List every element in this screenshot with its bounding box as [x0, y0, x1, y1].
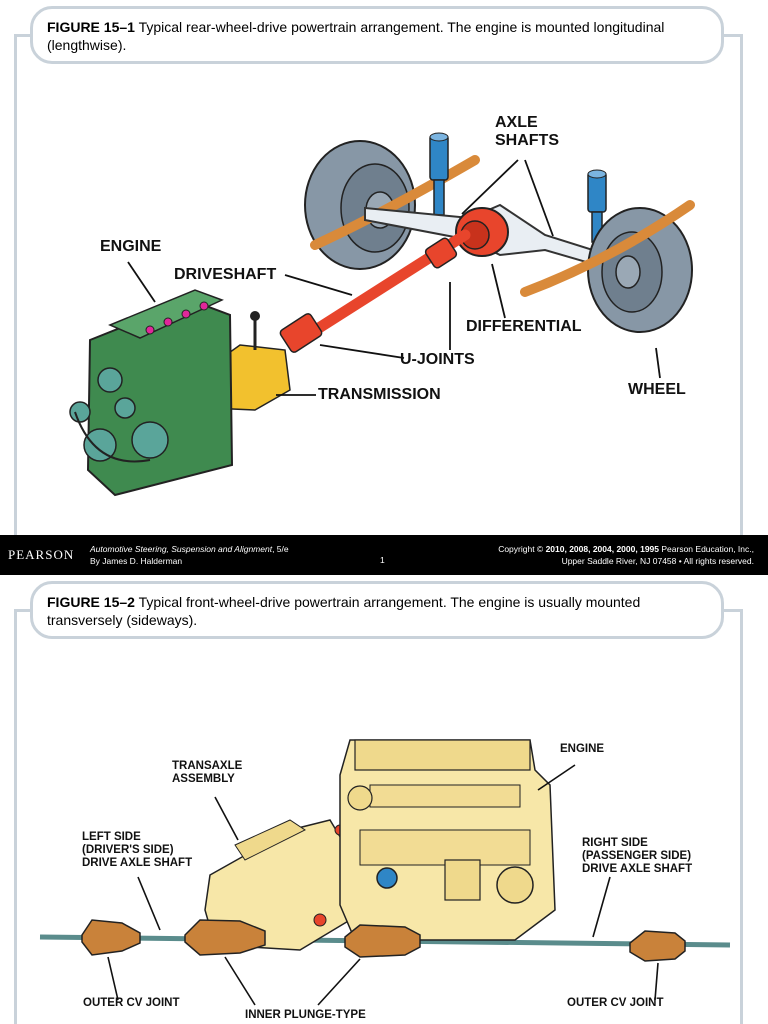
label-axle-line1: AXLE — [495, 114, 538, 131]
label-engine: ENGINE — [100, 238, 162, 255]
differential-housing — [455, 207, 509, 257]
figure-caption-box: FIGURE 15–1 Typical rear-wheel-drive pow… — [30, 6, 724, 64]
label-transaxle-line1: TRANSAXLE — [172, 760, 243, 772]
page-number: 1 — [380, 555, 385, 565]
right-leaf-spring — [520, 200, 695, 297]
slide-footer: PEARSON Automotive Steering, Suspension … — [0, 535, 768, 575]
label-transaxle-line2: ASSEMBLY — [172, 772, 235, 785]
frame-right-tick — [722, 34, 742, 37]
label-left-line3: DRIVE AXLE SHAFT — [82, 856, 193, 869]
frame-right-tick — [722, 609, 742, 612]
copyright-address: Upper Saddle River, NJ 07458 • All right… — [561, 556, 754, 566]
book-info: Automotive Steering, Suspension and Alig… — [90, 543, 289, 567]
label-transaxle-assembly: TRANSAXLE ASSEMBLY — [172, 760, 242, 786]
label-right-line1: RIGHT SIDE — [582, 837, 648, 849]
slide-figure-15-2: FIGURE 15–2 Typical front-wheel-drive po… — [0, 575, 768, 1024]
left-shock-absorber — [429, 132, 449, 216]
label-left-drive-axle: LEFT SIDE (DRIVER'S SIDE) DRIVE AXLE SHA… — [82, 831, 192, 870]
frame-left-line — [14, 609, 17, 1024]
label-driveshaft: DRIVESHAFT — [174, 266, 277, 283]
frame-left-tick — [14, 34, 32, 37]
book-title: Automotive Steering, Suspension and Alig… — [90, 544, 273, 554]
book-author: By James D. Halderman — [90, 556, 183, 566]
copyright-info: Copyright © 2010, 2008, 2004, 2000, 1995… — [498, 543, 754, 567]
label-left-line1: LEFT SIDE — [82, 831, 141, 843]
label-differential: DIFFERENTIAL — [466, 318, 582, 335]
publisher-logo: PEARSON — [8, 547, 75, 562]
right-inner-plunge-joint — [344, 924, 421, 958]
label-engine: ENGINE — [560, 743, 605, 755]
fwd-powertrain-diagram — [39, 739, 731, 1006]
frame-right-line — [740, 34, 743, 535]
left-leaf-spring — [310, 155, 480, 250]
copyright-holder: Pearson Education, Inc., — [659, 544, 754, 554]
label-axle-shafts: AXLE SHAFTS — [495, 114, 559, 150]
label-right-line2: (PASSENGER SIDE) — [582, 849, 692, 862]
figure-number: FIGURE 15–1 — [47, 19, 135, 35]
label-right-line3: DRIVE AXLE SHAFT — [582, 862, 693, 875]
book-edition: , 5/e — [272, 544, 289, 554]
engine-block — [69, 289, 234, 497]
callout-arrows — [107, 764, 659, 1006]
label-u-joints: U-JOINTS — [400, 351, 475, 368]
rear-right-wheel — [587, 207, 693, 333]
label-outer-cv-joint-right: OUTER CV JOINT — [567, 997, 664, 1009]
copyright-prefix: Copyright © — [498, 544, 546, 554]
slide-figure-15-1: FIGURE 15–1 Typical rear-wheel-drive pow… — [14, 6, 743, 535]
label-wheel: WHEEL — [628, 381, 686, 398]
figure-caption-box: FIGURE 15–2 Typical front-wheel-drive po… — [30, 581, 724, 639]
label-left-line2: (DRIVER'S SIDE) — [82, 843, 174, 856]
label-inner-plunge-type: INNER PLUNGE-TYPE — [245, 1009, 366, 1021]
figure-number: FIGURE 15–2 — [47, 594, 135, 610]
label-outer-cv-joint-left: OUTER CV JOINT — [83, 997, 180, 1009]
engine-block — [339, 739, 556, 941]
label-axle-line2: SHAFTS — [495, 131, 559, 149]
frame-right-line — [740, 609, 743, 1024]
right-outer-cv-joint — [629, 930, 686, 962]
figure-caption: Typical front-wheel-drive powertrain arr… — [47, 594, 641, 628]
front-u-joint — [279, 313, 323, 353]
rear-u-joint — [424, 237, 458, 269]
frame-left-line — [14, 34, 17, 535]
label-transmission: TRANSMISSION — [318, 386, 441, 403]
label-right-drive-axle: RIGHT SIDE (PASSENGER SIDE) DRIVE AXLE S… — [582, 837, 692, 876]
right-shock-absorber — [587, 169, 607, 243]
callout-arrows — [127, 159, 661, 396]
figure-caption: Typical rear-wheel-drive powertrain arra… — [47, 19, 665, 53]
frame-left-tick — [14, 609, 32, 612]
left-outer-cv-joint — [81, 919, 141, 956]
rwd-powertrain-diagram — [69, 132, 695, 497]
left-inner-plunge-joint — [184, 919, 266, 956]
copyright-years: 2010, 2008, 2004, 2000, 1995 — [545, 544, 660, 554]
